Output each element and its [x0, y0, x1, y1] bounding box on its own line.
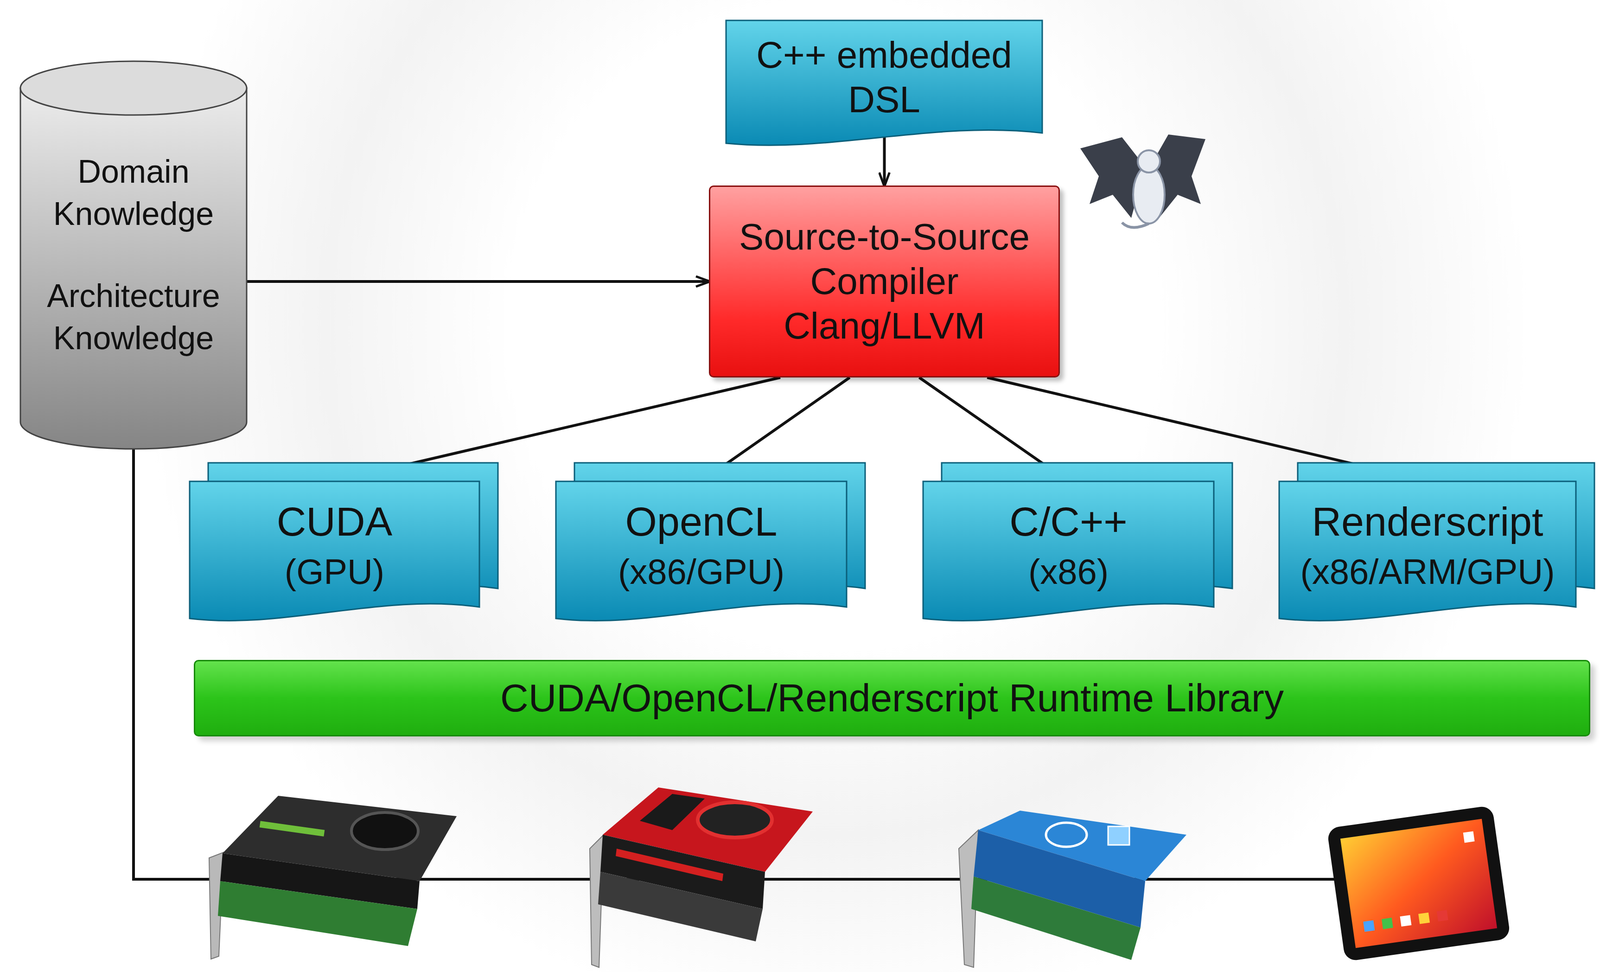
node-label: C/C++: [1009, 497, 1128, 547]
document-front: [189, 481, 480, 621]
amd-gpu-card: [589, 787, 813, 968]
text-area: Renderscript(x86/ARM/GPU): [1279, 481, 1576, 625]
tablet-screen: [1340, 818, 1498, 949]
output-documents: C/C++(x86): [923, 481, 1214, 625]
node-sublabel: (x86): [1028, 550, 1109, 593]
input-document: C++ embedded DSL: [726, 20, 1043, 149]
document-stack-outline: [923, 462, 1235, 629]
node-label: CUDA/OpenCL/Renderscript Runtime Library: [500, 674, 1284, 722]
node-sublabel: (GPU): [284, 550, 385, 593]
knowledge-database: Domain KnowledgeArchitecture Knowledge: [20, 61, 247, 449]
node-sublabel: Architecture Knowledge: [34, 274, 233, 360]
document-front: [555, 481, 847, 621]
logo-mark: [1045, 822, 1087, 847]
node-label: CUDA: [276, 497, 393, 547]
text-area: CUDA/OpenCL/Renderscript Runtime Library: [195, 661, 1589, 735]
node-sublabel: (x86/ARM/GPU): [1300, 550, 1556, 593]
card-pcb: [598, 871, 763, 942]
card-pcb: [217, 880, 418, 946]
tesla-gpu-card: [209, 795, 457, 959]
text-area: Domain KnowledgeArchitecture Knowledge: [20, 61, 247, 449]
node-label: C++ embedded DSL: [744, 32, 1024, 122]
text-area: CUDA(GPU): [189, 481, 480, 625]
app-icon: [1400, 914, 1412, 927]
document-stack-outline: [1279, 462, 1597, 629]
tablet: [1326, 804, 1511, 962]
dragon-tail: [1121, 222, 1149, 228]
app-icon: [1418, 912, 1430, 925]
app-icon: [1381, 917, 1394, 930]
text-area: C/C++(x86): [923, 481, 1214, 625]
document-front: [923, 481, 1214, 621]
xeon-phi-card: [958, 810, 1187, 968]
node-label: OpenCL: [625, 497, 778, 547]
arrow: [883, 137, 887, 186]
cylinder-body: [20, 88, 247, 449]
runtime-band: CUDA/OpenCL/Renderscript Runtime Library: [193, 659, 1591, 737]
dragon-head: [1137, 150, 1161, 173]
compiler-box: Source-to-Source Compiler Clang/LLVM: [708, 185, 1060, 378]
arrow: [246, 280, 709, 283]
card-stripe: [259, 820, 326, 836]
card-fan: [697, 802, 772, 838]
node-sublabel: (x86/GPU): [618, 550, 785, 593]
node-label: Source-to-Source Compiler Clang/LLVM: [724, 214, 1045, 349]
output-documents: OpenCL(x86/GPU): [555, 481, 847, 625]
document-stack-outline: [555, 462, 867, 629]
text-area: C++ embedded DSL: [726, 20, 1043, 149]
app-icon: [1363, 919, 1375, 932]
node-label: Domain Knowledge: [34, 150, 233, 236]
cylinder-top: [20, 61, 247, 115]
app-icon: [1463, 831, 1475, 843]
card-stripe: [639, 793, 705, 830]
node-label: Renderscript: [1312, 497, 1544, 547]
card-stripe: [615, 848, 724, 881]
text-area: OpenCL(x86/GPU): [555, 481, 847, 625]
app-icon: [1436, 909, 1449, 922]
document-front: [1279, 481, 1576, 621]
text-area: Source-to-Source Compiler Clang/LLVM: [710, 186, 1059, 377]
document-shape: [726, 20, 1043, 146]
llvm-dragon-logo: [1080, 134, 1206, 228]
dragon-body: [1133, 165, 1165, 224]
card-pcb: [971, 876, 1141, 960]
cylinder-outline: [19, 60, 248, 450]
card-fan: [351, 812, 419, 850]
document-stack-outline: [189, 462, 500, 629]
logo-badge: [1108, 826, 1130, 845]
output-documents: Renderscript(x86/ARM/GPU): [1279, 481, 1576, 625]
output-documents: CUDA(GPU): [189, 481, 480, 625]
tablet-body: [1326, 804, 1511, 962]
